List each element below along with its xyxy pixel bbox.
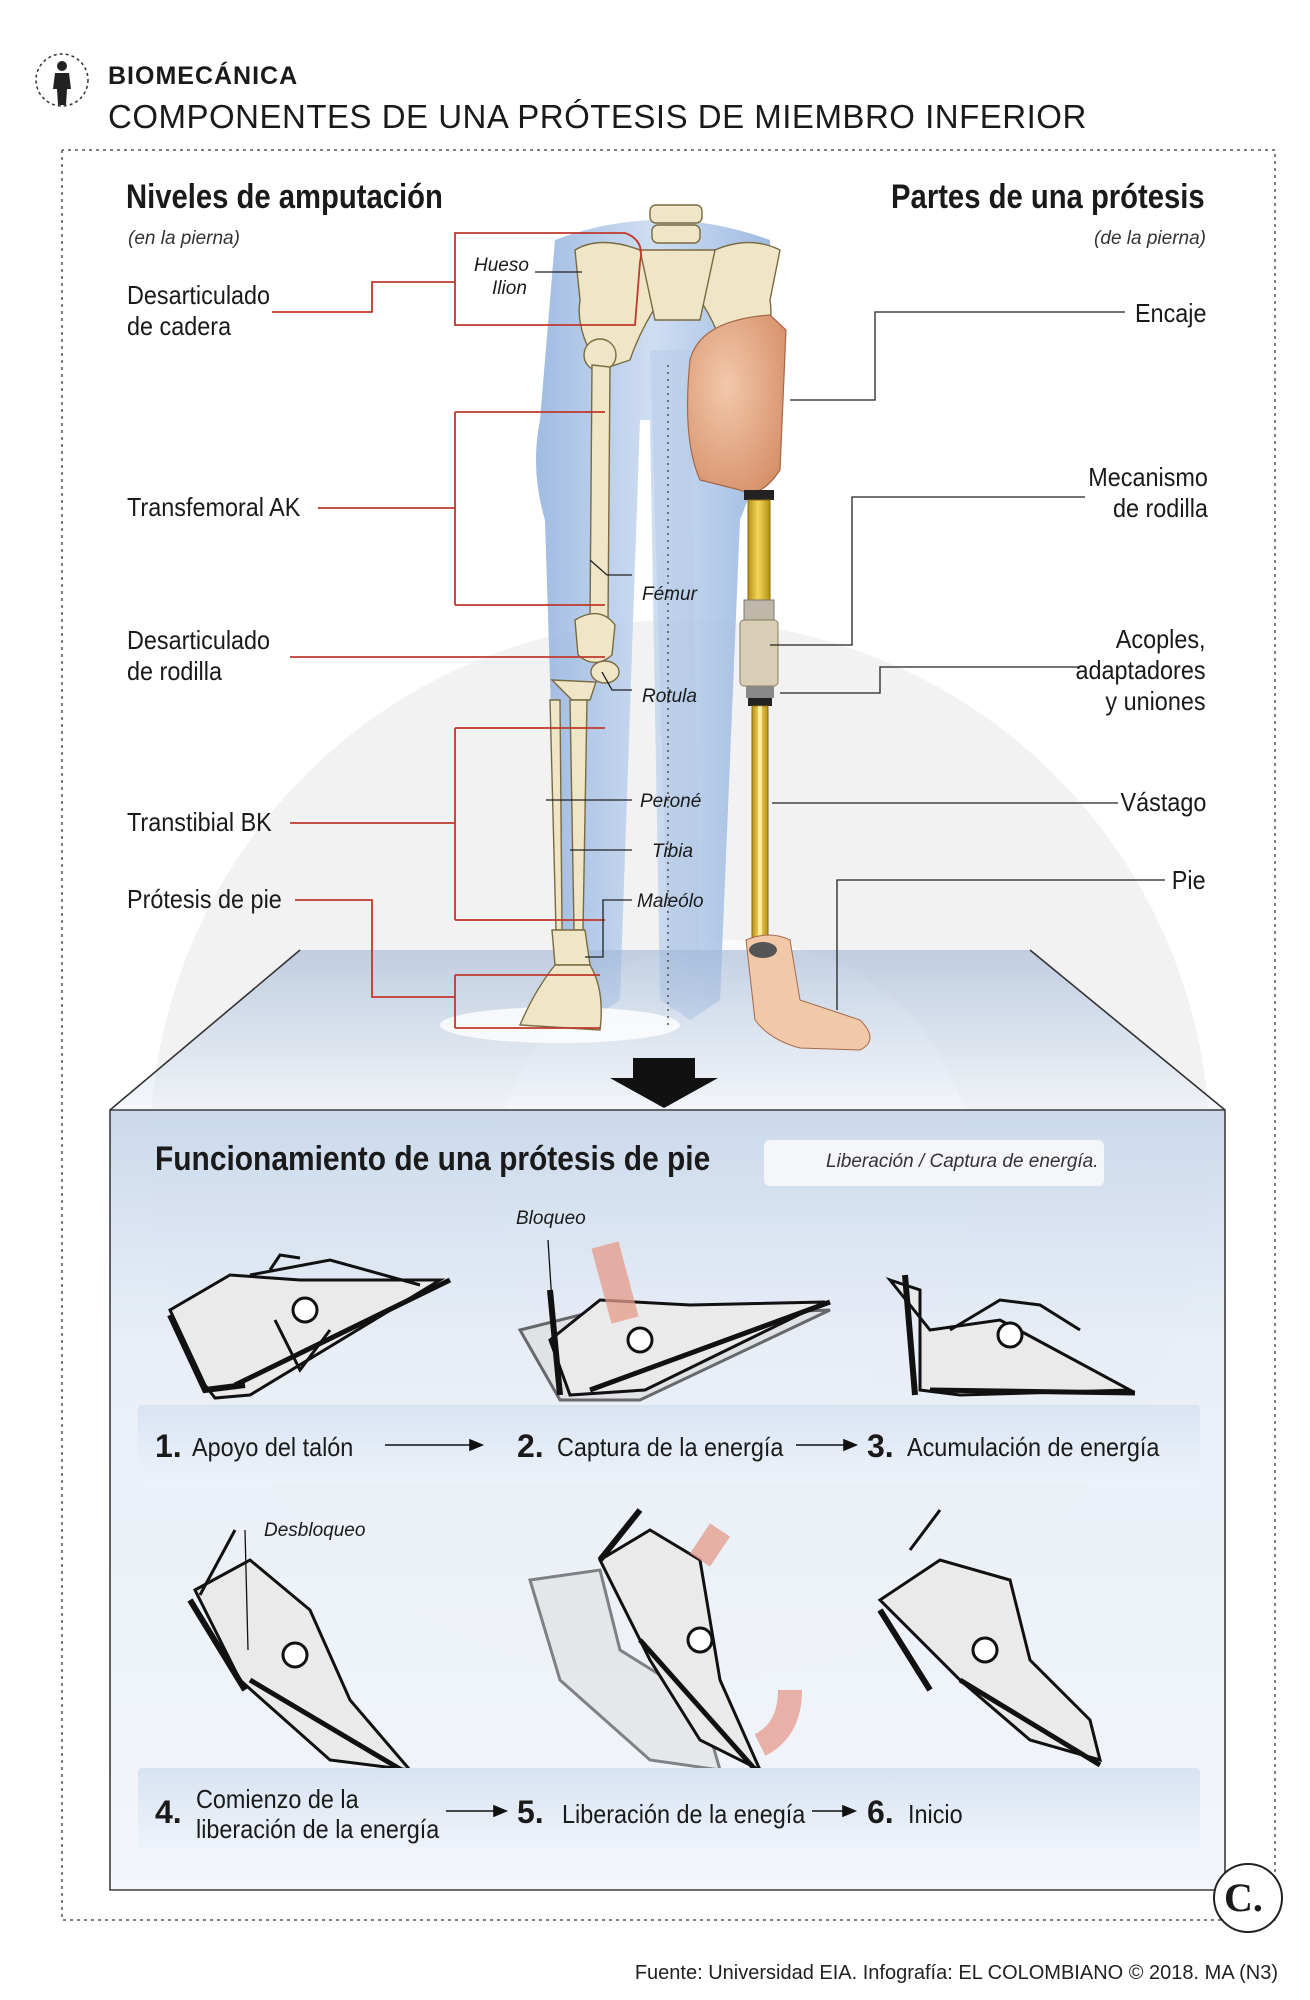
page-title: COMPONENTES DE UNA PRÓTESIS DE MIEMBRO I… [108, 98, 1087, 135]
step-6-label: Inicio [908, 1799, 963, 1829]
annotation-bloqueo: Bloqueo [516, 1208, 586, 1229]
steps-band-top [138, 1405, 1200, 1485]
foot-mechanism-5 [528, 1508, 802, 1777]
part-adapters: Acoples, adaptadores y uniones [1075, 624, 1206, 716]
part-pylon: Vástago [1120, 787, 1206, 817]
right-column-title: Partes de una prótesis [891, 178, 1205, 216]
bone-maleolo: Maleólo [637, 891, 704, 912]
down-arrow-icon [610, 1058, 718, 1108]
footer-credit: Fuente: Universidad EIA. Infografía: EL … [634, 1962, 1278, 1984]
foot-mechanism-3 [885, 1274, 1136, 1397]
level-knee: Desarticulado de rodilla [127, 625, 271, 686]
foot-mechanism-1 [167, 1253, 452, 1400]
step-arrow-icon [385, 1438, 859, 1818]
section-label: BIOMECÁNICA [108, 62, 299, 90]
part-foot: Pie [1172, 865, 1206, 895]
leg-prosthesis [686, 314, 871, 1051]
step-5-number: 5. [517, 1794, 544, 1830]
panel-title: Funcionamiento de una prótesis de pie [155, 1140, 711, 1178]
step-5-label: Liberación de la enegía [562, 1799, 806, 1829]
right-column-subtitle: (de la pierna) [1094, 228, 1206, 249]
level-transtibial: Transtibial BK [127, 807, 272, 837]
step-3-label: Acumulación de energía [907, 1432, 1160, 1462]
level-transfemoral: Transfemoral AK [127, 492, 301, 522]
step-4-number: 4. [155, 1794, 182, 1830]
step-3-number: 3. [867, 1428, 894, 1464]
foot-mechanism-4 [187, 1529, 414, 1775]
step-2-number: 2. [517, 1428, 544, 1464]
legend [764, 1140, 1104, 1186]
bone-tibia: Tibia [652, 841, 694, 862]
foot-mechanism-6 [877, 1509, 1103, 1768]
left-column-subtitle: (en la pierna) [128, 228, 240, 249]
bone-ilion: Hueso Ilion [474, 255, 529, 299]
foot-mechanism-2 [517, 1241, 831, 1402]
prosthesis-leaders [770, 311, 1165, 1010]
annotation-desbloqueo: Desbloqueo [264, 1520, 366, 1541]
step-1-label: Apoyo del talón [192, 1432, 354, 1462]
bone-leaders [535, 271, 632, 958]
person-icon [35, 53, 89, 107]
step-4-label: Comienzo de la liberación de la energía [196, 1784, 440, 1844]
level-hip: Desarticulado de cadera [127, 280, 271, 341]
bone-rotula: Rotula [642, 686, 697, 707]
left-column-title: Niveles de amputación [126, 178, 443, 216]
step-1-number: 1. [155, 1428, 182, 1464]
level-foot: Prótesis de pie [127, 884, 282, 914]
bone-perone: Peroné [640, 791, 702, 812]
bone-femur: Fémur [642, 584, 697, 605]
step-6-number: 6. [867, 1794, 894, 1830]
logo-letter: C. [1224, 1875, 1263, 1920]
logo-icon [1213, 1863, 1283, 1933]
part-socket: Encaje [1134, 298, 1206, 328]
amputation-leaders [272, 232, 642, 1029]
legend-text: Liberación / Captura de energía. [826, 1151, 1099, 1172]
part-knee-mechanism: Mecanismo de rodilla [1088, 462, 1208, 523]
step-2-label: Captura de la energía [557, 1432, 784, 1462]
steps-band-bottom [138, 1768, 1200, 1848]
